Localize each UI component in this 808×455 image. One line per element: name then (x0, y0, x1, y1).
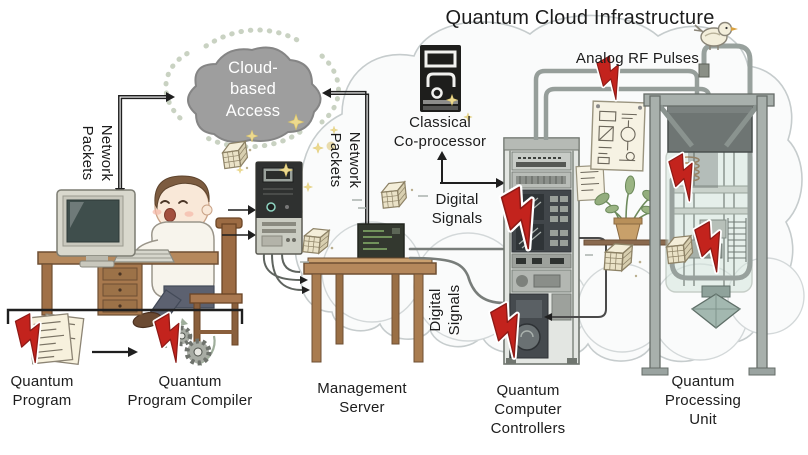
label-digital-signals-h: Digital Signals (431, 191, 483, 228)
chair-seat-legs (189, 293, 243, 346)
label-network-packets-mid: Network Packets (327, 131, 364, 189)
workstation (37, 175, 243, 346)
cable-rack-to-qpu-return (544, 237, 607, 321)
arrow-digital-signals (437, 151, 505, 188)
access-cloud-swirls (163, 27, 341, 150)
bird-icon (693, 21, 738, 50)
label-quantum-program: Quantum Program (10, 373, 74, 410)
group-bracket (6, 308, 244, 324)
classical-coprocessor-icon (420, 45, 461, 112)
label-quantum-program-compiler: Quantum Program Compiler (127, 373, 253, 410)
tower-pc-icon (222, 161, 310, 294)
label-network-packets-left: Network Packets (79, 124, 116, 182)
label-analog-rf-pulses: Analog RF Pulses (575, 50, 700, 67)
qpu-frame (641, 93, 776, 376)
motion-streaks (300, 195, 593, 263)
plant-shelf (583, 175, 669, 246)
controller-rack-icon (503, 137, 580, 365)
program-compiler-group (6, 308, 244, 366)
label-quantum-processing-unit: Quantum Processing Unit (664, 373, 742, 429)
chair (215, 217, 243, 297)
wall-schematics (575, 100, 646, 202)
sparkles (236, 94, 473, 192)
qubit-cubes (220, 140, 702, 278)
cables-laptop-to-rack (408, 247, 506, 305)
label-cloud-based-access: Cloud- based Access (225, 59, 281, 120)
wires-to-tower (222, 205, 256, 240)
plant-icon (594, 175, 658, 241)
cables-tower-to-table (262, 253, 310, 294)
program-to-compiler-arrow (92, 347, 138, 357)
label-classical-coprocessor: Classical Co-processor (393, 114, 487, 151)
label-quantum-computer-controllers: Quantum Computer Controllers (490, 382, 566, 438)
diagram-title: Quantum Cloud Infrastructure (445, 7, 715, 29)
management-server-table (303, 223, 437, 363)
label-digital-signals-v: Digital Signals (426, 284, 463, 336)
crt-monitor-icon (56, 189, 136, 268)
label-management-server: Management Server (317, 380, 407, 417)
